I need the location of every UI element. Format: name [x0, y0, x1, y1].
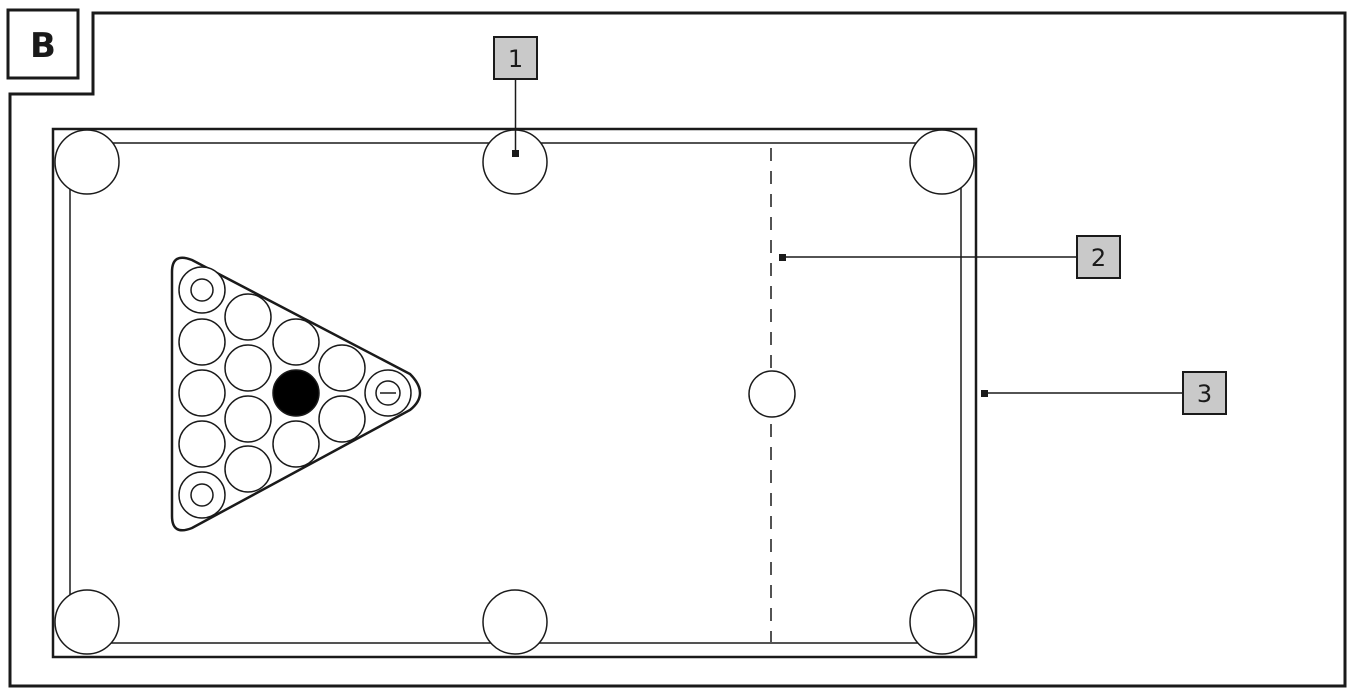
- pocket-bottom-right: [909, 589, 975, 655]
- ball: [272, 420, 320, 468]
- ball-rack-triangle: [170, 256, 422, 532]
- ball: [178, 369, 226, 417]
- ball-stripe-mark: [375, 380, 401, 406]
- ball-stripe-mark: [190, 483, 214, 507]
- pocket-top-left: [54, 129, 120, 195]
- callout-1-number: 1: [508, 45, 523, 73]
- callout-1-anchor: [512, 150, 519, 157]
- ball: [224, 344, 272, 392]
- racked-balls: [178, 266, 412, 519]
- ball-stripe-mark: [190, 278, 214, 302]
- ball: [318, 344, 366, 392]
- callout-3-anchor: [981, 390, 988, 397]
- callout-2: 2: [779, 235, 1121, 279]
- cue-ball-spot: [748, 370, 796, 418]
- callout-3-number: 3: [1197, 380, 1212, 408]
- pocket-bottom-left: [54, 589, 120, 655]
- table-outer-rail: [51, 127, 978, 659]
- ball: [178, 420, 226, 468]
- callout-2-anchor: [779, 254, 786, 261]
- ball: [178, 318, 226, 366]
- callout-1: 1: [493, 36, 538, 157]
- ball: [318, 395, 366, 443]
- panel-label: B: [30, 26, 56, 66]
- callout-2-box: [1076, 235, 1121, 279]
- ball: [178, 471, 226, 519]
- ball: [224, 293, 272, 341]
- ball: [178, 266, 226, 314]
- outer-frame: [8, 11, 1347, 688]
- callout-2-number: 2: [1091, 244, 1106, 272]
- pockets: [54, 129, 975, 655]
- ball: [224, 445, 272, 493]
- ball: [224, 395, 272, 443]
- panel-label-box: [6, 8, 80, 80]
- pocket-top-right: [909, 129, 975, 195]
- eight-ball: [272, 369, 320, 417]
- ball: [272, 318, 320, 366]
- callout-3: 3: [981, 371, 1227, 415]
- callout-3-box: [1182, 371, 1227, 415]
- pocket-bottom-middle: [482, 589, 548, 655]
